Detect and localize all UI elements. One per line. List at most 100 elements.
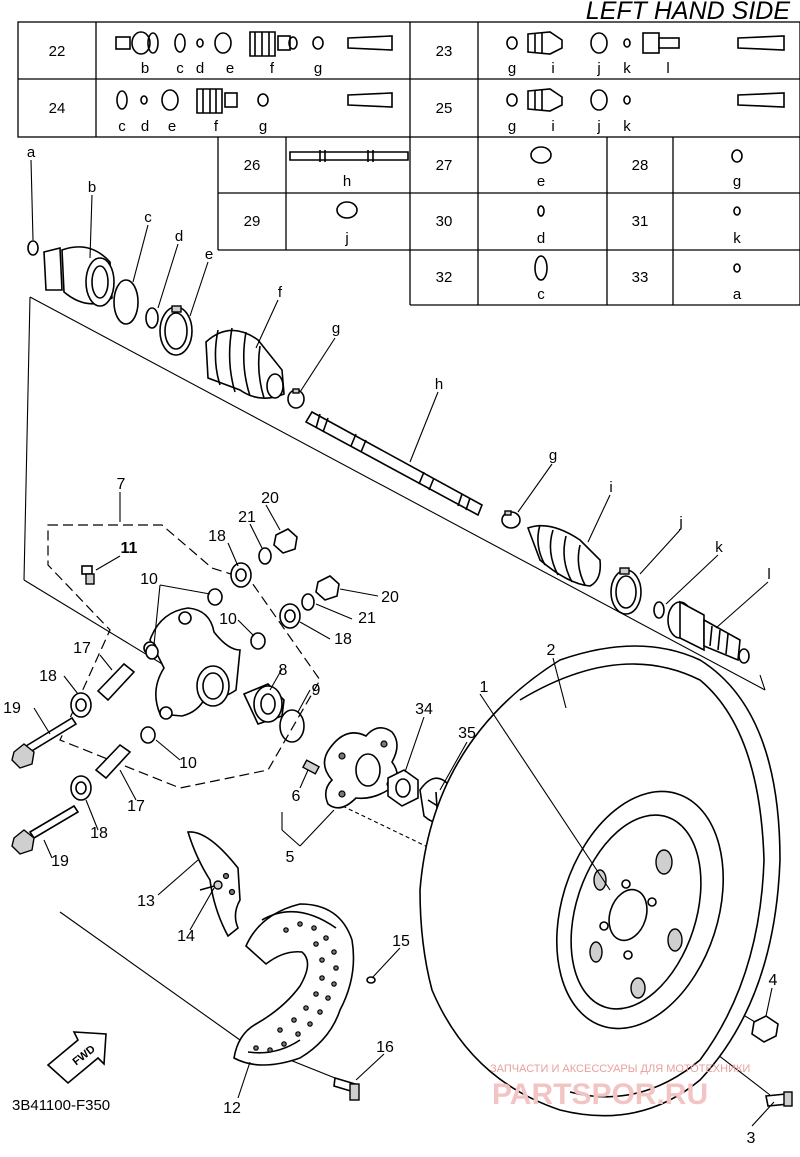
part-g-band-inner [501,510,521,529]
kit-22-letter: b [141,60,149,77]
kit-24-letter: g [259,118,267,135]
part-1-wheel-rim [555,790,725,1030]
part-15-washer [366,976,376,984]
part-f-boot [205,327,285,399]
kit-24-number: 24 [49,100,66,117]
fwd-arrow-icon: FWD [46,1031,107,1085]
part-8-bearing [242,683,285,725]
callout-8: 8 [279,662,288,679]
part-i-boot [526,524,602,587]
callout-19-a: 19 [3,700,21,717]
kit-24-letter: f [214,118,219,135]
part-17-collars [94,662,136,780]
part-b-outer-joint [43,246,115,307]
callout-11: 11 [121,540,138,557]
callout-10-c: 10 [179,755,197,772]
callout-13: 13 [137,893,155,910]
part-e-boot-band [159,305,193,356]
callout-numbers: 1 2 3 4 5 6 7 8 9 10 10 10 11 12 13 14 1… [3,476,777,1147]
part-j-boot-band [610,567,642,615]
kit-25-parts-icon [506,88,785,112]
part-4-wheel-nut [751,1015,779,1043]
callout-20-b: 20 [381,589,399,606]
part-14-rivet [199,880,223,891]
part-34-hub-nut [387,769,419,807]
callout-6: 6 [292,788,301,805]
kit-29-number: 29 [244,213,261,230]
callout-3: 3 [747,1130,756,1147]
kit-25-letter: k [623,118,631,135]
callout-h: h [435,376,443,393]
kit-31-number: 31 [632,213,649,230]
kit-23-letter: k [623,60,631,77]
leader-lines [30,159,775,1127]
kit-24-letter: e [168,118,176,135]
callout-9: 9 [312,682,321,699]
kit-23-letter: j [596,60,600,77]
kit-24-letter: d [141,118,149,135]
callout-2: 2 [547,642,556,659]
part-7-knuckle-boundary [47,524,321,789]
callout-c: c [144,209,152,226]
kit-24-parts-icon [116,88,393,114]
watermark-line-1: ЗАПЧАСТИ И АКСЕССУАРЫ ДЛЯ МОТОТЕХНИКИ [490,1063,750,1075]
callout-34: 34 [415,701,433,718]
part-g-band [287,388,305,409]
callout-b: b [88,179,96,196]
kit-32-number: 32 [436,269,453,286]
kit-28-letter: g [733,173,741,190]
callout-18-d: 18 [90,825,108,842]
callout-10-a: 10 [140,571,158,588]
part-c-clip [113,279,139,325]
callout-18-b: 18 [334,631,352,648]
part-k-circlip [653,601,665,619]
kit-31-letter: k [733,230,741,247]
kit-33-letter: a [733,286,742,303]
callout-k: k [715,539,723,556]
callout-d: d [175,228,183,245]
callout-19-b: 19 [51,853,69,870]
watermark-line-2: PARTSPOR.RU [492,1078,708,1111]
kit-24-letter: c [118,118,126,135]
callout-14: 14 [177,928,195,945]
callout-17-a: 17 [73,640,91,657]
kit-22-letter: f [270,60,275,77]
part-12-brake-disc-guard [233,903,355,1066]
kit-29-letter: j [344,230,348,247]
kit-22-letter: g [314,60,322,77]
callout-20-a: 20 [261,490,279,507]
callout-18-a: 18 [208,528,226,545]
watermark: ЗАПЧАСТИ И АКСЕССУАРЫ ДЛЯ МОТОТЕХНИКИ PA… [490,1063,750,1111]
part-19-bolts [11,716,80,855]
callout-7: 7 [117,476,126,493]
part-16-bolt [333,1076,360,1101]
kit-27-letter: e [537,173,545,190]
callout-l: l [767,566,770,583]
callout-35: 35 [458,725,476,742]
diagram-title: LEFT HAND SIDE [586,0,791,25]
kit-32-letter: c [537,286,545,303]
part-10-bushings [140,588,266,744]
kit-25-number: 25 [436,100,453,117]
callout-21-a: 21 [238,509,256,526]
callout-17-b: 17 [127,798,145,815]
part-9-circlip [279,709,305,743]
callout-15: 15 [392,933,410,950]
callout-a: a [27,144,36,161]
kit-30-number: 30 [436,213,453,230]
kit-23-letter: g [508,60,516,77]
callout-18-c: 18 [39,668,57,685]
callout-g-inner: g [549,447,557,464]
kit-23-letter: l [666,60,669,77]
part-l-inner-joint [667,600,750,664]
callout-i: i [609,479,612,496]
kit-23-parts-icon [506,31,785,55]
callout-j: j [678,514,682,531]
callout-4: 4 [769,972,778,989]
part-3-valve [765,1091,793,1107]
part-d-ring [145,307,159,329]
callout-21-b: 21 [358,610,376,627]
callout-f: f [278,284,283,301]
